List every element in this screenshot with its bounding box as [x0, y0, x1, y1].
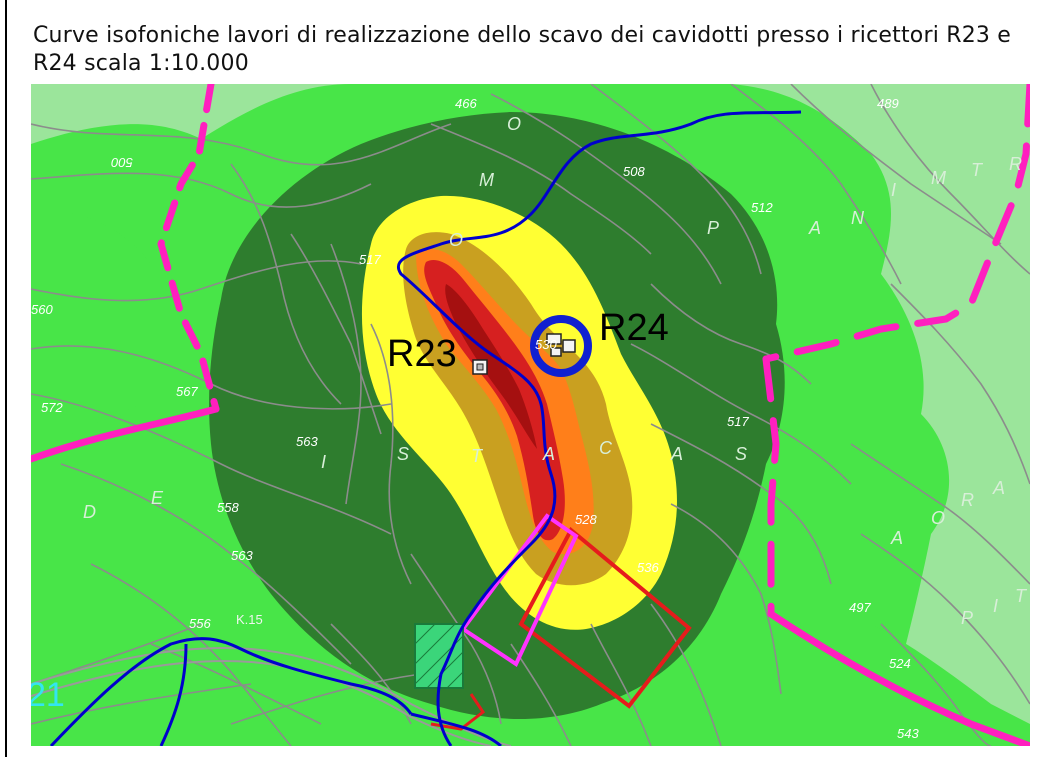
place-letter: O	[931, 508, 945, 528]
left-frame-rule	[5, 0, 7, 757]
isophone-zone-outer-bottomright	[851, 624, 1030, 746]
contour-label: 563	[231, 548, 253, 563]
work-area-red-access	[430, 693, 486, 731]
road-label: K.15	[236, 612, 263, 627]
contour-label: 517	[727, 414, 749, 429]
place-letter: P	[707, 218, 719, 238]
contour-label: 543	[897, 726, 919, 741]
terrain-contours	[31, 84, 1030, 746]
receiver-r24-label: R24	[599, 307, 669, 349]
place-letter: S	[397, 444, 409, 464]
receiver-r24-icon[interactable]	[546, 333, 576, 357]
place-letter: I	[993, 596, 998, 616]
contour-label: 560	[31, 302, 53, 317]
place-letter: R	[961, 490, 974, 510]
contour-label: 500	[111, 155, 133, 170]
place-letter: T	[971, 160, 984, 180]
receiver-r23-label: R23	[387, 333, 457, 375]
contour-label: 558	[217, 500, 239, 515]
contour-label: 512	[751, 200, 773, 215]
work-area-red	[518, 526, 692, 709]
place-letter: D	[83, 502, 96, 522]
cable-route[interactable]	[397, 110, 802, 746]
contour-label: 530	[535, 337, 557, 352]
contour-label: 517	[359, 252, 381, 267]
isophone-zone-6-core	[445, 284, 537, 449]
place-letter: C	[599, 438, 613, 458]
contour-label: 572	[41, 400, 63, 415]
place-letter: S	[735, 444, 747, 464]
place-letter: A	[542, 444, 555, 464]
contour-label: 567	[176, 384, 198, 399]
place-letter: T	[1015, 586, 1028, 606]
contour-label: 556	[189, 616, 211, 631]
place-letter: E	[151, 488, 164, 508]
place-letter: I	[891, 180, 896, 200]
map-title: Curve isofoniche lavori di realizzazione…	[33, 23, 1012, 76]
contour-label: 563	[296, 434, 318, 449]
place-letter: T	[471, 446, 484, 466]
cable-route-branch[interactable]	[159, 643, 188, 746]
place-letter: R	[1009, 154, 1022, 174]
place-letter: P	[961, 608, 973, 628]
cable-route-west[interactable]	[49, 637, 413, 746]
receiver-r23-icon[interactable]	[472, 359, 488, 375]
place-letter: A	[992, 478, 1005, 498]
contour-label: 489	[877, 96, 899, 111]
municipal-boundary	[31, 84, 1030, 746]
contour-label: 524	[889, 656, 911, 671]
place-letter: A	[808, 218, 821, 238]
place-letter: A	[890, 528, 903, 548]
place-letter: M	[479, 170, 494, 190]
isophone-zone-outer-left	[31, 211, 151, 434]
place-letter: O	[449, 230, 463, 250]
place-letter: M	[931, 168, 946, 188]
place-letter: O	[507, 114, 521, 134]
contour-label: 466	[455, 96, 477, 111]
contour-label: 536	[637, 560, 659, 575]
contour-label: 508	[623, 164, 645, 179]
place-letter: A	[670, 444, 683, 464]
contour-label: 528	[575, 512, 597, 527]
place-letter: N	[851, 208, 865, 228]
map-tile-number: 21	[31, 676, 65, 714]
work-area-magenta	[460, 513, 579, 667]
noise-contour-map[interactable]: R23 R24 466 489 500 512 517 530 563 567 …	[31, 84, 1030, 746]
place-letter: I	[321, 452, 326, 472]
receiver-r24-ring	[530, 315, 592, 377]
cable-route-south[interactable]	[410, 712, 502, 746]
contour-label: 497	[849, 600, 871, 615]
